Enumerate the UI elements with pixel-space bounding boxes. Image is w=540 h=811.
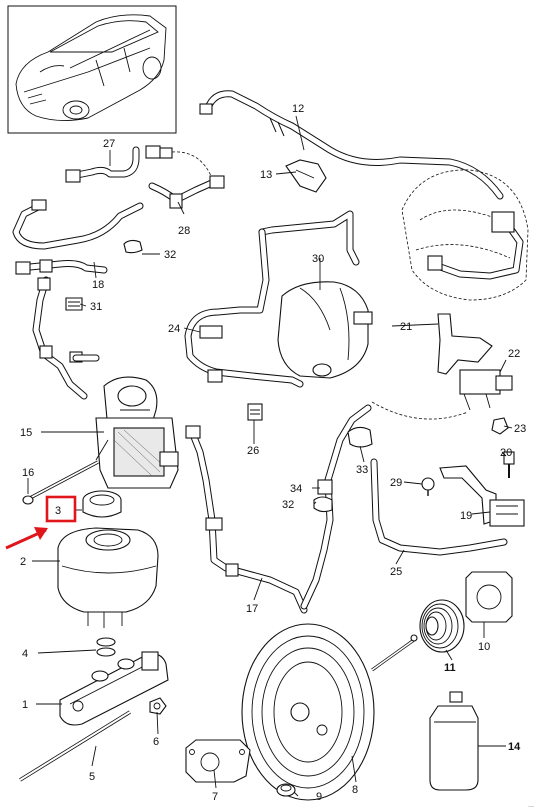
callout-13: 13 (260, 169, 272, 181)
red-arrow (5, 527, 48, 550)
sensor-22 (459, 369, 513, 411)
callout-2: 2 (20, 556, 26, 568)
vacuum-pump-30 (277, 281, 373, 379)
bellows-11 (419, 599, 465, 653)
callout-6: 6 (153, 736, 159, 748)
clip-29 (421, 477, 435, 496)
footer-watermark: ... (528, 802, 534, 809)
grommet-34 (317, 479, 333, 495)
brake-line-17 (185, 404, 372, 614)
callout-34: 34 (290, 483, 302, 495)
nut-6 (149, 697, 167, 715)
bracket-21 (437, 313, 493, 375)
callout-31: 31 (90, 301, 102, 313)
nut-23 (491, 417, 509, 435)
callout-21: 21 (400, 321, 412, 333)
hydraulic-unit-15 (95, 376, 179, 489)
callout-8: 8 (352, 784, 358, 796)
callout-24: 24 (168, 323, 180, 335)
callout-14: 14 (508, 741, 521, 753)
master-cylinder-1 (59, 651, 169, 726)
callout-29: 29 (390, 477, 402, 489)
callout-25: 25 (390, 566, 402, 578)
callout-17: 17 (246, 603, 258, 615)
callout-20: 20 (500, 447, 512, 459)
hose-18 (12, 199, 144, 275)
clip-32a (123, 239, 143, 254)
reservoir-cap-3 (82, 490, 122, 518)
hose-24 (184, 210, 360, 388)
callout-12: 12 (292, 103, 304, 115)
callout-labels: 1 2 3 4 5 6 7 8 9 10 11 12 13 14 15 16 1… (20, 103, 526, 803)
clip-32b (313, 496, 333, 513)
reservoir-2 (57, 527, 159, 628)
leader-lines (27, 115, 513, 797)
gasket-7 (185, 739, 251, 783)
callout-27: 27 (103, 138, 115, 150)
callout-18: 18 (92, 279, 104, 291)
seal-4 (96, 637, 116, 657)
callout-11: 11 (444, 662, 456, 674)
callout-28: 28 (178, 225, 190, 237)
callout-32a: 32 (164, 249, 176, 261)
grommet-31 (65, 297, 83, 311)
highlight-box (45, 495, 77, 523)
callout-32b: 32 (282, 499, 294, 511)
callout-9: 9 (316, 791, 322, 803)
bracket-19 (439, 465, 525, 527)
engine-vacuum-pump (401, 169, 529, 301)
bolt-20 (503, 451, 515, 478)
fluid-bottle-14 (429, 691, 479, 791)
callout-23: 23 (514, 423, 526, 435)
callout-7: 7 (212, 791, 218, 803)
rod-5 (19, 710, 131, 782)
callout-22: 22 (508, 348, 520, 360)
brake-booster-8 (241, 623, 418, 801)
grommet-9 (276, 783, 296, 797)
line-25 (370, 401, 508, 556)
clip-33 (347, 426, 373, 448)
bolt-16 (22, 460, 99, 505)
gasket-10 (465, 571, 513, 623)
callout-33: 33 (356, 464, 368, 476)
callout-26: 26 (247, 445, 259, 457)
vehicle-thumbnail (7, 5, 177, 134)
callout-5: 5 (89, 771, 95, 783)
clip-13 (285, 159, 327, 193)
callout-16: 16 (22, 467, 34, 479)
callout-15: 15 (20, 427, 32, 439)
callout-1: 1 (22, 699, 28, 711)
callout-4: 4 (22, 648, 28, 660)
hose-27 (65, 145, 213, 183)
callout-30: 30 (312, 253, 324, 265)
callout-19: 19 (460, 510, 472, 522)
callout-10: 10 (478, 641, 490, 653)
top-vacuum-hose (199, 90, 504, 200)
hose-28 (148, 175, 225, 209)
fitting-26 (247, 403, 263, 421)
callout-3: 3 (55, 505, 61, 517)
left-feed-hose (32, 276, 100, 400)
